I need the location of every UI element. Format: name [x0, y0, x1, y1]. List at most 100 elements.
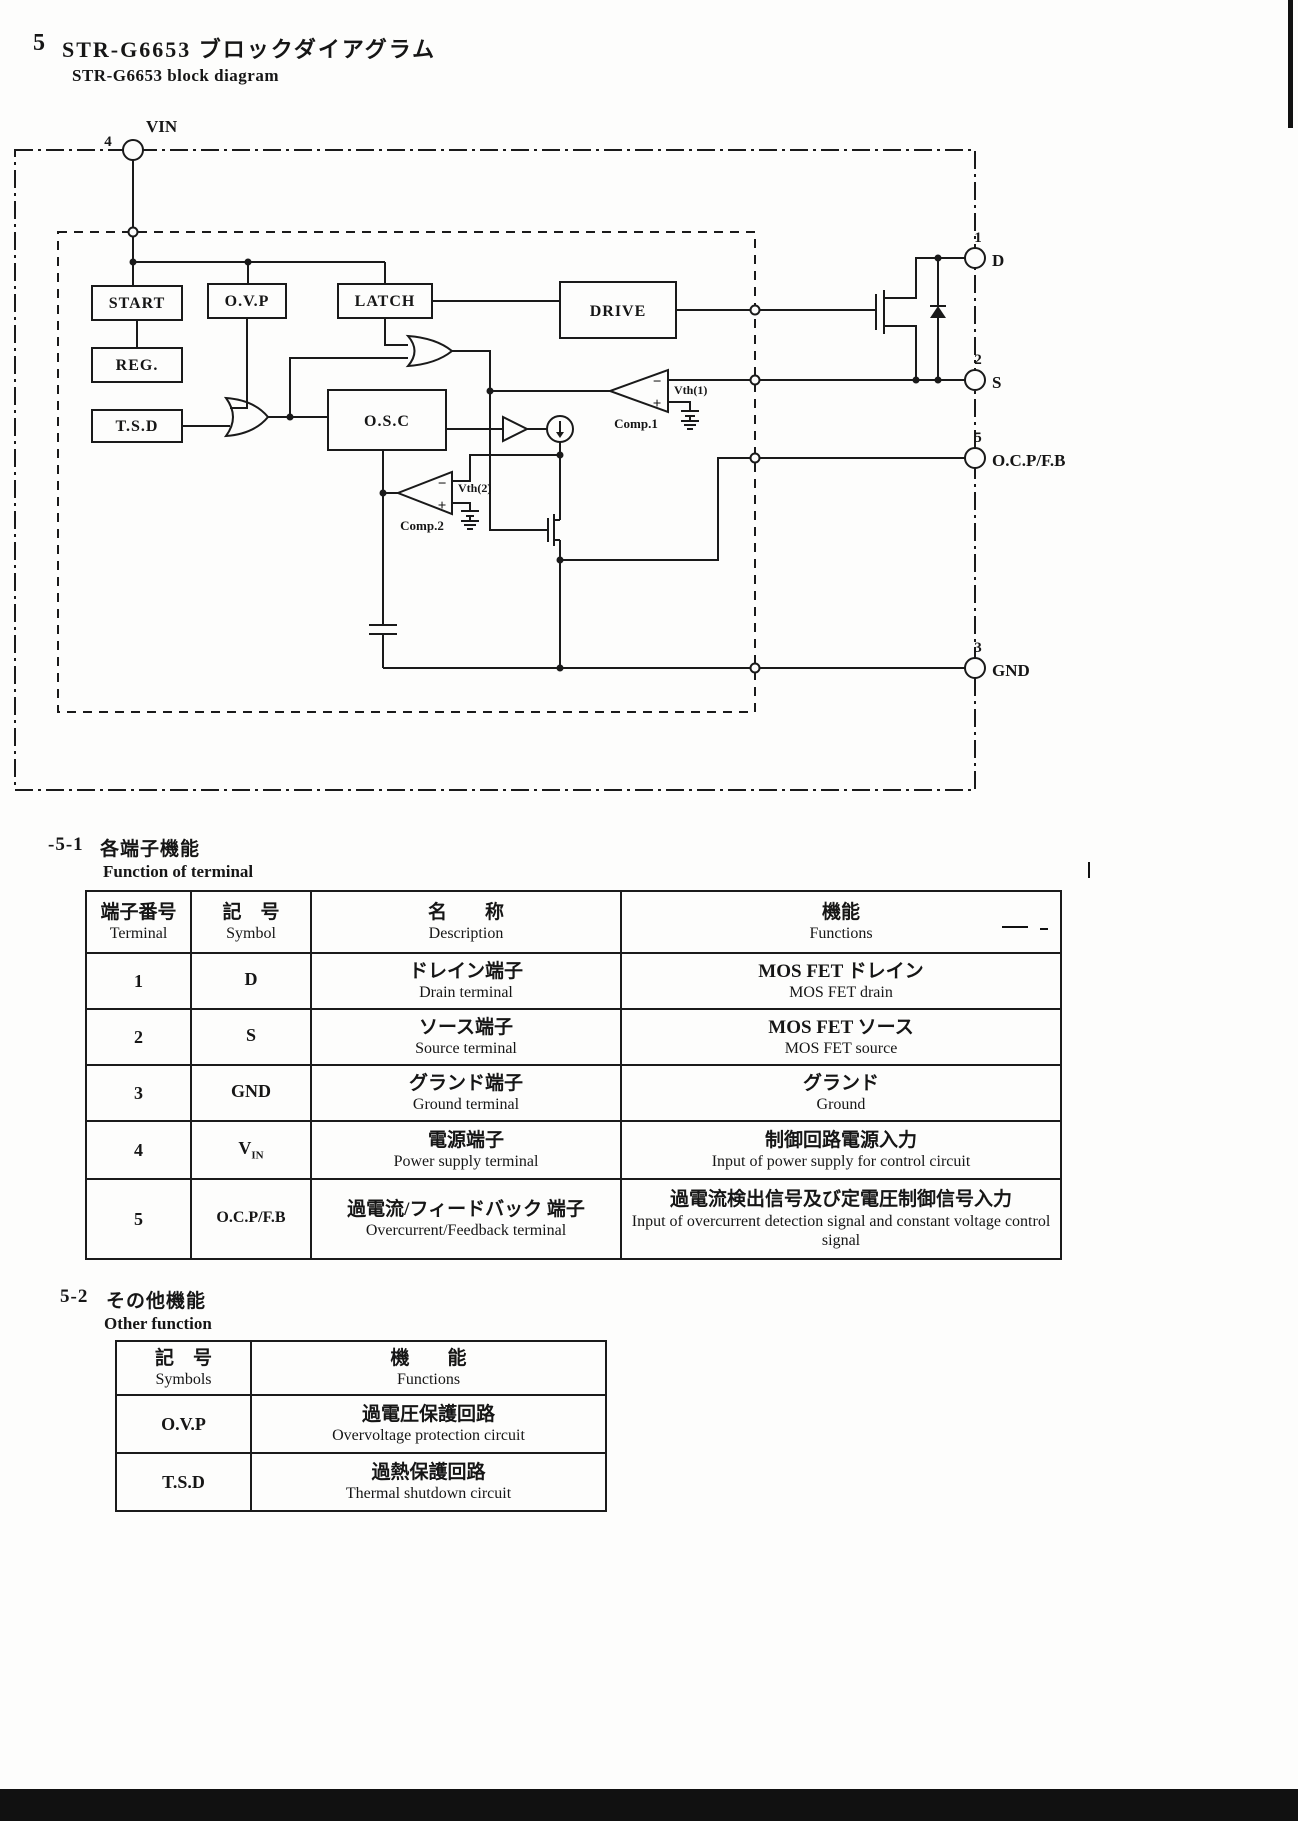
- pin-d-name: D: [992, 251, 1004, 270]
- block-latch-label: LATCH: [355, 293, 416, 310]
- symbol-text: V: [238, 1138, 252, 1159]
- header-terminal-ja: 端子番号: [100, 901, 177, 923]
- vth1-reference: [668, 401, 699, 430]
- description-ja: ソース端子: [418, 1016, 514, 1038]
- pin-s-number: 2: [974, 352, 982, 368]
- header-description: 名 称 Description: [310, 890, 622, 954]
- section51-heading-en: Function of terminal: [103, 862, 254, 881]
- pin-ocpfb-name: O.C.P/F.B: [992, 451, 1066, 470]
- symbol-subscript: IN: [251, 1149, 264, 1162]
- cell-terminal: 1: [85, 952, 192, 1010]
- symbol-text: O.C.P/F.B: [216, 1208, 286, 1226]
- comp1-plus: +: [653, 396, 662, 412]
- scan-artifact-tick: [1088, 862, 1090, 878]
- pin-d: 1 D: [964, 230, 1004, 270]
- function-ja: グランド: [802, 1072, 879, 1094]
- block-reg-label: REG.: [116, 357, 159, 374]
- table-header-row: 端子番号 Terminal 記 号 Symbol 名 称 Description…: [85, 890, 1062, 954]
- pin-gnd-name: GND: [992, 661, 1030, 680]
- cell-description: ドレイン端子 Drain terminal: [310, 952, 622, 1010]
- description-en: Source terminal: [415, 1040, 517, 1058]
- section-number: 5: [33, 30, 46, 56]
- section52-heading-en: Other function: [104, 1314, 212, 1333]
- block-tsd: T.S.D: [91, 409, 183, 443]
- cell-symbol: T.S.D: [115, 1452, 252, 1512]
- pin-gnd-number: 3: [974, 640, 982, 656]
- pin-gnd: 3 GND: [964, 640, 1030, 680]
- package-outline: [14, 149, 976, 791]
- table-row: 4 VIN 電源端子 Power supply terminal 制御回路電源入…: [85, 1120, 1062, 1180]
- pin-s-name: S: [992, 373, 1001, 392]
- cell-symbol: O.V.P: [115, 1394, 252, 1454]
- discharge-fet: [547, 514, 560, 546]
- terminal-number: 1: [134, 970, 143, 991]
- pin-vin: 4 VIN: [104, 117, 178, 161]
- function-en: MOS FET source: [784, 1040, 898, 1058]
- cell-functions: MOS FET ドレイン MOS FET drain: [620, 952, 1062, 1010]
- cell-functions: 制御回路電源入力 Input of power supply for contr…: [620, 1120, 1062, 1180]
- vth1-label: Vth(1): [674, 383, 707, 397]
- description-ja: 過電流/フィードバック 端子: [347, 1198, 585, 1220]
- junction-dots: [129, 254, 942, 672]
- other-function-table: 記 号 Symbols 機 能 Functions O.V.P 過電圧保護回路 …: [115, 1340, 607, 1512]
- function-en: Ground: [816, 1096, 866, 1114]
- block-tsd-label: T.S.D: [116, 418, 159, 435]
- block-start: START: [91, 285, 183, 321]
- section52-heading-ja: その他機能: [106, 1291, 207, 1312]
- comp1-minus: −: [653, 374, 662, 390]
- cell-symbol: O.C.P/F.B: [190, 1178, 312, 1260]
- function-ja: 過電流検出信号及び定電圧制御信号入力: [669, 1188, 1012, 1210]
- comp2-label: Comp.2: [400, 518, 444, 533]
- page-title-en: STR-G6653 block diagram: [72, 66, 280, 85]
- section51-heading-ja: 各端子機能: [100, 839, 201, 860]
- symbol-text: S: [245, 1025, 256, 1046]
- function-en: Input of power supply for control circui…: [711, 1153, 971, 1171]
- header-terminal: 端子番号 Terminal: [85, 890, 192, 954]
- or-gate-latch: [405, 334, 454, 368]
- description-ja: ドレイン端子: [408, 960, 523, 982]
- comp1-label: Comp.1: [614, 416, 658, 431]
- function-en: Thermal shutdown circuit: [345, 1485, 512, 1503]
- comparator-2: − + Comp.2 Vth(2): [395, 470, 491, 533]
- table-row: T.S.D 過熱保護回路 Thermal shutdown circuit: [115, 1452, 607, 1512]
- cell-description: 過電流/フィードバック 端子 Overcurrent/Feedback term…: [310, 1178, 622, 1260]
- header-symbol-ja: 記 号: [222, 901, 280, 923]
- cell-terminal: 3: [85, 1064, 192, 1122]
- cell-description: ソース端子 Source terminal: [310, 1008, 622, 1066]
- or-gate-protection: [223, 396, 270, 438]
- cell-functions: グランド Ground: [620, 1064, 1062, 1122]
- buffer-gate: [502, 415, 530, 443]
- scan-artifact-right-edge: [1288, 0, 1293, 128]
- cell-terminal: 4: [85, 1120, 192, 1180]
- header-functions-ja: 機能: [821, 901, 860, 923]
- header-symbol: 記 号 Symbol: [190, 890, 312, 954]
- block-osc: O.S.C: [327, 389, 447, 451]
- function-ja: MOS FET ドレイン: [758, 960, 924, 982]
- scan-artifact-dash: [1002, 926, 1028, 928]
- comparator-1: − + Comp.1 Vth(1): [607, 368, 707, 431]
- symbol-text: D: [244, 969, 258, 990]
- comp2-plus: +: [438, 498, 447, 514]
- section51-number: -5-1: [48, 834, 84, 855]
- page-title-ja: STR-G6653 ブロックダイアグラム: [62, 37, 437, 62]
- pin-s: 2 S: [964, 352, 1001, 392]
- description-en: Power supply terminal: [393, 1153, 539, 1171]
- terminal-number: 3: [134, 1082, 143, 1103]
- pin-vin-name: VIN: [146, 117, 178, 136]
- pin-vin-number: 4: [104, 134, 112, 150]
- table-row: 5 O.C.P/F.B 過電流/フィードバック 端子 Overcurrent/F…: [85, 1178, 1062, 1260]
- scan-artifact-dash-small: [1040, 928, 1048, 930]
- cell-symbol: VIN: [190, 1120, 312, 1180]
- block-osc-label: O.S.C: [364, 413, 410, 430]
- mosfet: [875, 257, 965, 381]
- block-start-label: START: [109, 295, 166, 312]
- diagram-wiring: [132, 160, 965, 669]
- table-row: O.V.P 過電圧保護回路 Overvoltage protection cir…: [115, 1394, 607, 1454]
- function-ja: 過電圧保護回路: [361, 1403, 495, 1425]
- header-symbols: 記 号 Symbols: [115, 1340, 252, 1396]
- cell-description: 電源端子 Power supply terminal: [310, 1120, 622, 1180]
- table-row: 3 GND グランド端子 Ground terminal グランド Ground: [85, 1064, 1062, 1122]
- body-diode: [930, 306, 946, 318]
- block-drive-label: DRIVE: [590, 303, 647, 320]
